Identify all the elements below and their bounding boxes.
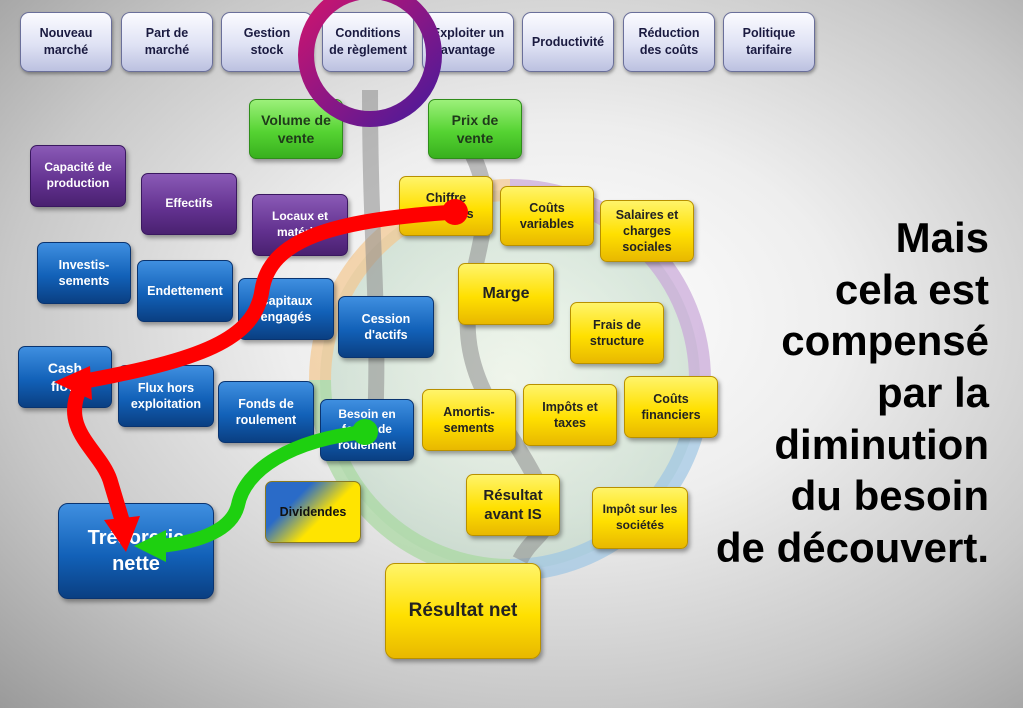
tab-conditions-de-reglement[interactable]: Conditions de règlement xyxy=(322,12,414,72)
tab-gestion-stock[interactable]: Gestion stock xyxy=(221,12,313,72)
box-marge: Marge xyxy=(458,263,554,325)
box-cession-d-actifs: Cession d'actifs xyxy=(338,296,434,358)
box-impots-et-taxes: Impôts et taxes xyxy=(523,384,617,446)
box-dividendes: Dividendes xyxy=(265,481,361,543)
box-effectifs: Effectifs xyxy=(141,173,237,235)
highlight-ring-icon xyxy=(298,0,442,127)
tab-politique-tarifaire[interactable]: Politique tarifaire xyxy=(723,12,815,72)
box-prix-de-vente: Prix de vente xyxy=(428,99,522,159)
box-capitaux-engages: Capitaux engagés xyxy=(238,278,334,340)
green-flow-arrow-icon xyxy=(134,419,378,562)
box-frais-de-structure: Frais de structure xyxy=(570,302,664,364)
box-resultat-avant-is: Résultat avant IS xyxy=(466,474,560,536)
box-cash-flow: Cash flow xyxy=(18,346,112,408)
box-fonds-de-roulement: Fonds de roulement xyxy=(218,381,314,443)
box-amortissements: Amortis- sements xyxy=(422,389,516,451)
box-couts-variables: Coûts variables xyxy=(500,186,594,246)
box-endettement: Endettement xyxy=(137,260,233,322)
box-capacite-de-production: Capacité de production xyxy=(30,145,126,207)
box-impot-sur-les-societes: Impôt sur les sociétés xyxy=(592,487,688,549)
tab-part-de-marche[interactable]: Part de marché xyxy=(121,12,213,72)
box-tresorerie-nette: Trésorerie nette xyxy=(58,503,214,599)
tab-reduction-des-couts[interactable]: Réduction des coûts xyxy=(623,12,715,72)
box-volume-de-vente: Volume de vente xyxy=(249,99,343,159)
box-flux-hors-exploitation: Flux hors exploitation xyxy=(118,365,214,427)
red-flow-arrow-icon xyxy=(54,199,468,552)
tab-nouveau-marche[interactable]: Nouveau marché xyxy=(20,12,112,72)
box-investissements: Investis- sements xyxy=(37,242,131,304)
box-couts-financiers: Coûts financiers xyxy=(624,376,718,438)
box-resultat-net: Résultat net xyxy=(385,563,541,659)
side-caption-text: Mais cela est compensé par la diminution… xyxy=(715,214,989,571)
tab-productivite[interactable]: Productivité xyxy=(522,12,614,72)
box-salaires-et-charges-sociales: Salaires et charges sociales xyxy=(600,200,694,262)
